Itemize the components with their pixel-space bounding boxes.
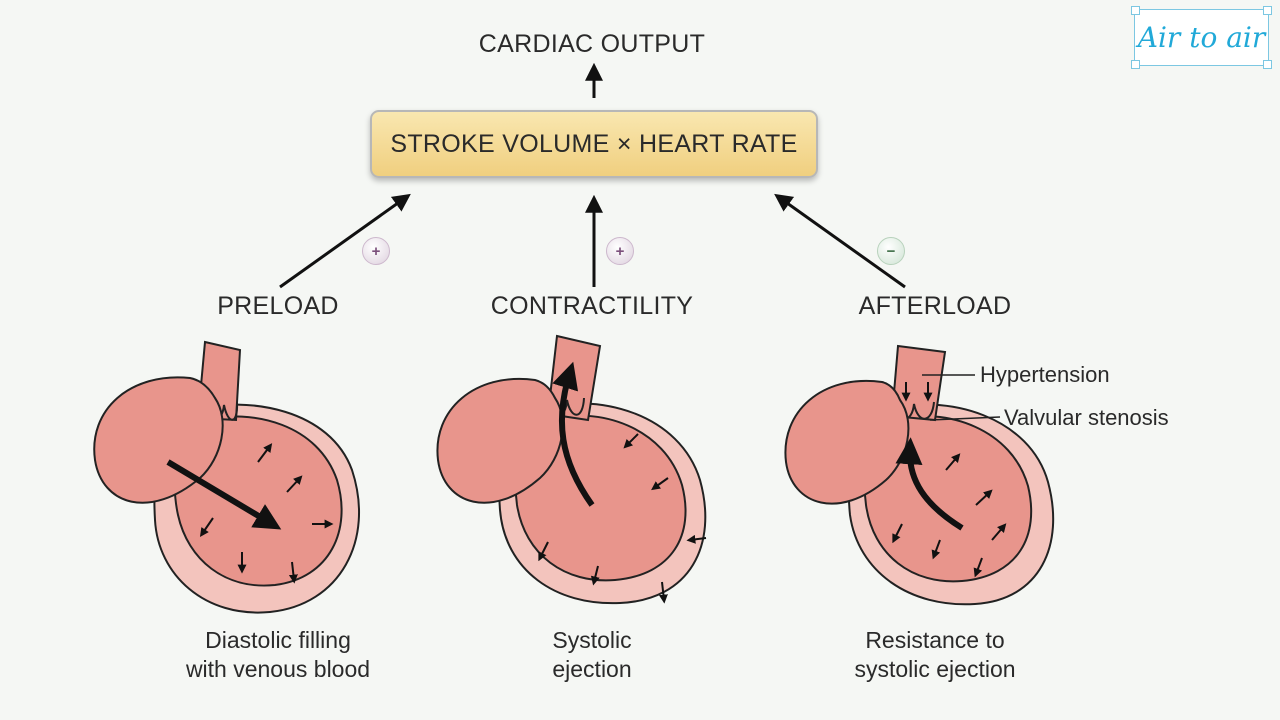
atrium-contractility — [436, 377, 564, 504]
caption-contractility-line1: Systolic — [552, 627, 632, 653]
plus-sign-preload: + — [362, 237, 390, 265]
caption-preload: Diastolic filling with venous blood — [186, 626, 370, 684]
caption-contractility: Systolic ejection — [552, 626, 631, 684]
stenosis-leader — [929, 416, 1001, 421]
caption-preload-line2: with venous blood — [185, 656, 371, 682]
caption-contractility-line2: ejection — [552, 656, 632, 682]
resisted-ejection-arrow — [895, 437, 964, 531]
plus-sign-contractility: + — [606, 237, 634, 265]
wall-arrows-preload — [199, 443, 334, 584]
atrium-preload — [93, 376, 224, 504]
formula-text: STROKE VOLUME × HEART RATE — [390, 129, 798, 158]
backpressure-arrows — [901, 382, 933, 402]
factor-afterload: AFTERLOAD — [858, 292, 1012, 320]
valvular-stenosis-label: Valvular stenosis — [1004, 405, 1169, 430]
caption-afterload-line2: systolic ejection — [854, 656, 1016, 682]
factor-contractility: CONTRACTILITY — [490, 292, 694, 320]
atrium-afterload — [784, 379, 910, 505]
ejection-arrow — [552, 361, 595, 507]
caption-afterload: Resistance to systolic ejection — [854, 626, 1015, 684]
minus-sign-afterload: − — [877, 237, 905, 265]
filling-arrow — [166, 459, 282, 530]
caption-afterload-line1: Resistance to — [865, 627, 1005, 653]
watermark-logo: Air to air — [1131, 6, 1272, 69]
watermark-text: Air to air — [1137, 21, 1266, 54]
heart-contractility — [436, 334, 707, 605]
factor-preload: PRELOAD — [217, 292, 339, 320]
heart-preload — [93, 340, 361, 614]
wall-arrows-afterload — [892, 453, 1007, 578]
hypertension-label: Hypertension — [980, 362, 1110, 387]
caption-preload-line1: Diastolic filling — [205, 627, 351, 653]
cardiac-output-label: CARDIAC OUTPUT — [478, 30, 706, 58]
heart-afterload — [784, 344, 1055, 606]
arrow-afterload — [774, 193, 906, 289]
formula-box: STROKE VOLUME × HEART RATE — [370, 110, 818, 178]
wall-arrows-contractility — [538, 433, 707, 604]
arrow-preload — [279, 193, 411, 289]
